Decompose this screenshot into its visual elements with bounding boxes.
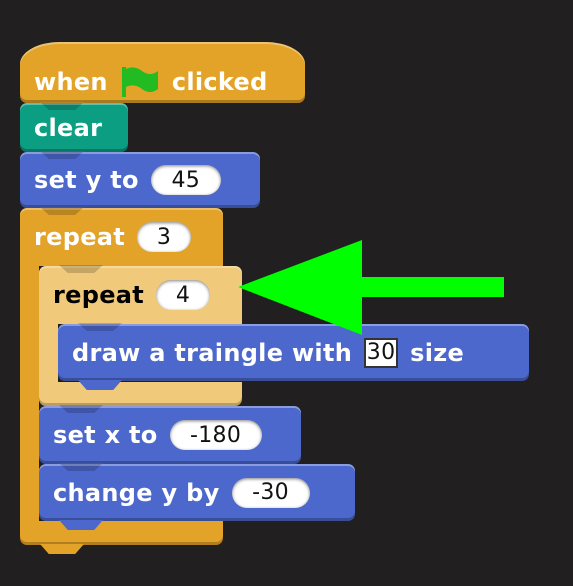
draw-triangle-block[interactable]: draw a traingle with 30 size [58, 323, 529, 390]
set-y-block[interactable]: set y to 45 [20, 151, 260, 217]
set-x-input[interactable]: -180 [169, 420, 262, 450]
clear-block[interactable]: clear [20, 102, 128, 161]
change-y-label: change y by [53, 478, 220, 507]
change-y-block[interactable]: change y by -30 [39, 463, 355, 530]
when-label: when [34, 67, 108, 96]
set-y-input[interactable]: 45 [150, 165, 221, 195]
set-y-label: set y to [34, 166, 139, 194]
arrow-left-icon [238, 240, 504, 335]
repeat-outer-header: repeat 3 [20, 207, 223, 266]
repeat-inner-input[interactable]: 4 [156, 280, 211, 310]
clear-label: clear [34, 113, 103, 142]
repeat-outer-input[interactable]: 3 [137, 222, 192, 252]
clicked-label: clicked [171, 67, 268, 96]
set-x-block[interactable]: set x to -180 [39, 405, 301, 473]
repeat-inner-label: repeat [53, 281, 145, 309]
repeat-inner-header: repeat 4 [39, 265, 242, 324]
repeat-outer-label: repeat [34, 223, 126, 251]
green-flag-icon [120, 65, 160, 99]
draw-label: draw a traingle with [72, 338, 353, 367]
size-label: size [410, 338, 465, 367]
change-y-input[interactable]: -30 [231, 477, 310, 508]
size-input[interactable]: 30 [364, 337, 399, 368]
set-x-label: set x to [53, 421, 158, 449]
when-flag-clicked-block[interactable]: when clicked [20, 42, 305, 112]
